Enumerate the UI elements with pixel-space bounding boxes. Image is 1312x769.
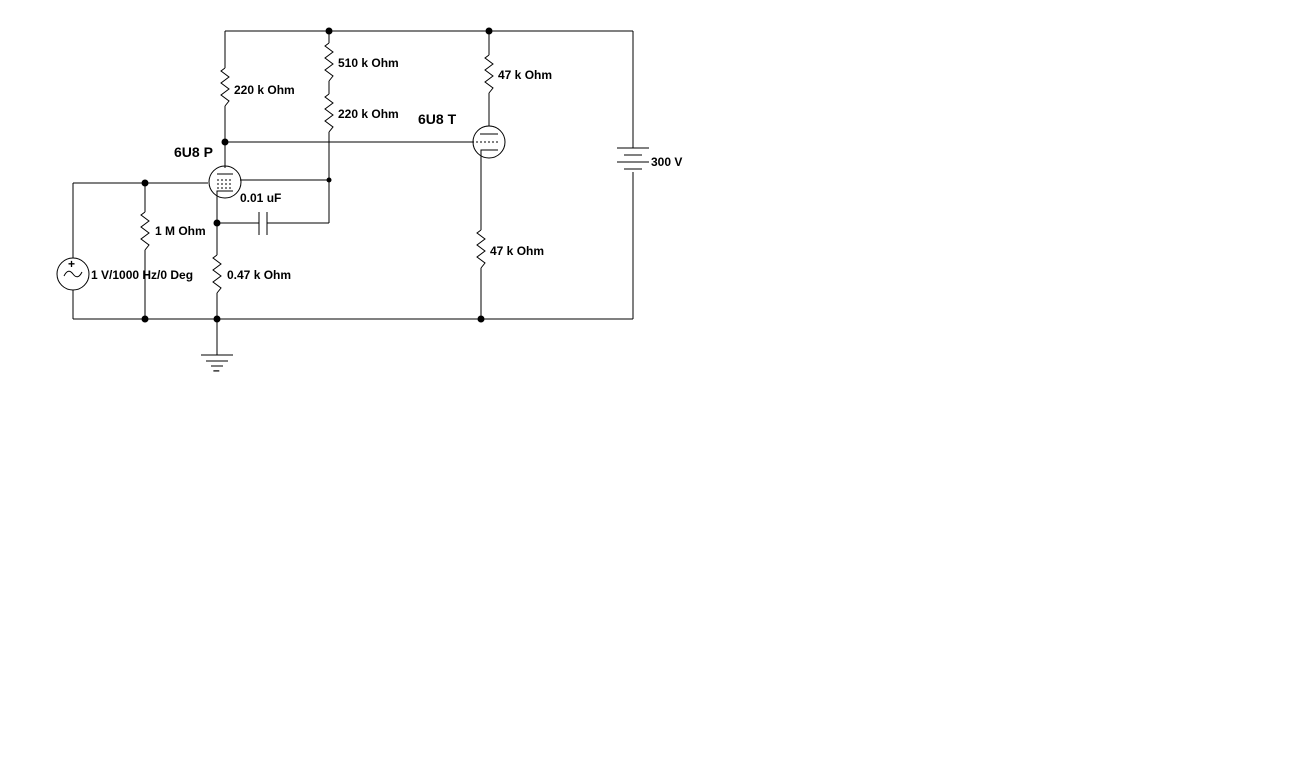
resistor-47k-top-right (484, 54, 494, 94)
label-r-0.47k: 0.47 k Ohm (227, 268, 291, 282)
battery-300v (617, 147, 649, 170)
resistor-47k-lower-right (476, 229, 486, 269)
resistor-510k (324, 42, 334, 82)
pentode-tube-6u8p (208, 165, 242, 199)
triode-tube-6u8t (472, 125, 506, 159)
junction-dot (326, 177, 332, 183)
resistor-1m (140, 211, 150, 251)
junction-dot (325, 27, 333, 35)
junction-dot (213, 315, 221, 323)
capacitor-0.01uf (258, 212, 268, 235)
source-plus-sign: + (68, 257, 75, 271)
label-r-47k-top-right: 47 k Ohm (498, 68, 552, 82)
ac-source: + (56, 257, 90, 291)
label-tube-pentode: 6U8 P (174, 144, 213, 160)
wires (72, 30, 634, 355)
resistor-220k-top-left (220, 67, 230, 107)
junction-dot (141, 179, 149, 187)
resistor-0.47k (212, 254, 222, 294)
label-tube-triode: 6U8 T (418, 111, 457, 127)
label-r-1m: 1 M Ohm (155, 224, 206, 238)
label-source: 1 V/1000 Hz/0 Deg (91, 268, 193, 282)
label-r-510k: 510 k Ohm (338, 56, 399, 70)
label-r-47k-lower-right: 47 k Ohm (490, 244, 544, 258)
junction-dot (213, 219, 221, 227)
junction-dots (141, 27, 493, 323)
ground-symbol: – (201, 354, 233, 377)
ground-minus-sign: – (213, 363, 220, 377)
label-capacitor: 0.01 uF (240, 191, 281, 205)
label-r-220k-top-left: 220 k Ohm (234, 83, 295, 97)
junction-dot (485, 27, 493, 35)
junction-dot (141, 315, 149, 323)
junction-dot (221, 138, 229, 146)
junction-dot (477, 315, 485, 323)
label-r-220k-mid: 220 k Ohm (338, 107, 399, 121)
label-battery: 300 V (651, 155, 682, 169)
resistor-220k-mid (324, 93, 334, 133)
